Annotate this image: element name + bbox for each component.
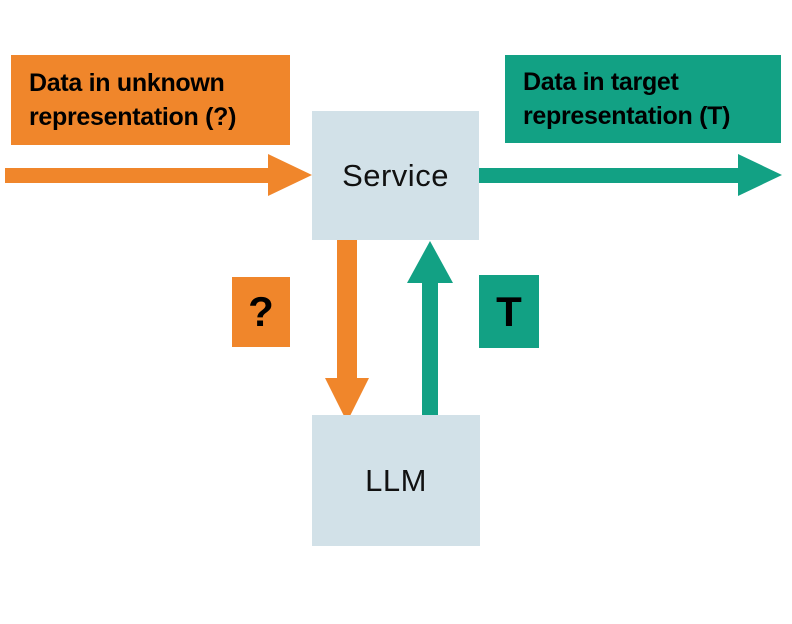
unknown-symbol-box: ? — [232, 277, 290, 347]
unknown-representation-label: Data in unknown representation (?) — [29, 68, 237, 132]
arrow-shaft — [5, 168, 270, 183]
unknown-symbol-label: ? — [248, 288, 274, 335]
target-symbol-box: T — [479, 275, 539, 348]
arrow-head-right-icon — [268, 154, 312, 196]
llm-node: LLM — [312, 415, 480, 546]
service-node-label: Service — [342, 157, 449, 193]
arrow-head-up-icon — [407, 241, 453, 283]
arrow-head-down-icon — [325, 378, 369, 422]
arrow-shaft — [337, 240, 357, 380]
unknown-representation-label-box: Data in unknown representation (?) — [11, 55, 290, 145]
arrow-head-right-icon — [738, 154, 782, 196]
arrow-shaft — [422, 282, 438, 415]
service-node: Service — [312, 111, 479, 240]
target-symbol-label: T — [496, 287, 522, 335]
target-representation-label-box: Data in target representation (T) — [505, 55, 781, 143]
llm-node-label: LLM — [365, 462, 427, 498]
target-representation-label: Data in target representation (T) — [523, 67, 731, 131]
arrow-shaft — [479, 168, 739, 183]
